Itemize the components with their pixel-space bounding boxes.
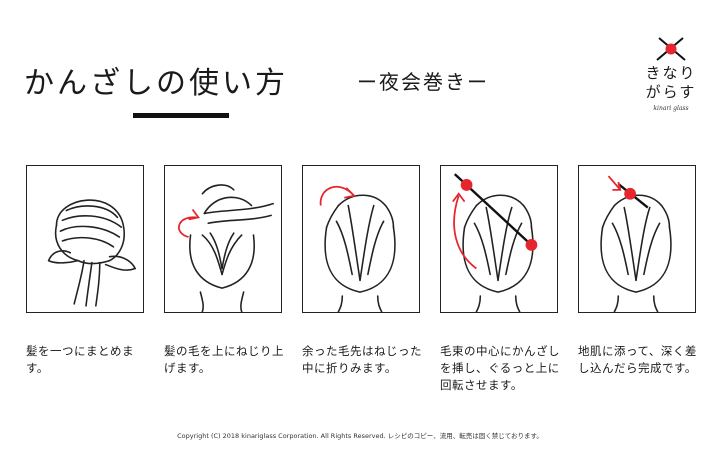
logo-signature: kinari glass — [653, 105, 689, 112]
step-4-illustration — [440, 165, 558, 313]
insert-rotate-kanzashi-icon — [452, 173, 538, 312]
kanzashi-logo-icon — [656, 37, 686, 61]
hair-gathered-icon — [47, 199, 136, 307]
brand-logo: きなり がらす kinari glass — [640, 36, 702, 126]
step-5-caption: 地肌に添って、深く差し込んだら完成です。 — [578, 344, 697, 375]
step-2-illustration — [164, 165, 282, 313]
page-title: かんざしの使い方 — [24, 66, 288, 101]
step-5-illustration — [578, 165, 696, 313]
step-1-caption: 髪を一つにまとめます。 — [26, 344, 134, 375]
step-3-caption: 余った毛先はねじった中に折りみます。 — [302, 344, 422, 375]
logo-text-line1: きなり — [645, 64, 697, 82]
step-2-caption: 髪の毛を上にねじり上げます。 — [164, 344, 284, 375]
push-kanzashi-icon — [600, 175, 672, 312]
step-1-illustration — [26, 165, 144, 313]
tuck-ends-icon — [319, 185, 396, 312]
title-underline — [133, 113, 229, 118]
hair-twist-icon — [178, 184, 274, 312]
copyright-footer: Copyright (C) 2018 kinariglass Corporati… — [177, 432, 543, 440]
step-4-caption: 毛束の中心にかんざしを挿し、ぐるっと上に回転させます。 — [440, 344, 560, 392]
step-3-illustration — [302, 165, 420, 313]
logo-text-line2: がらす — [645, 83, 697, 101]
page-subtitle: ー夜会巻きー — [357, 70, 489, 94]
